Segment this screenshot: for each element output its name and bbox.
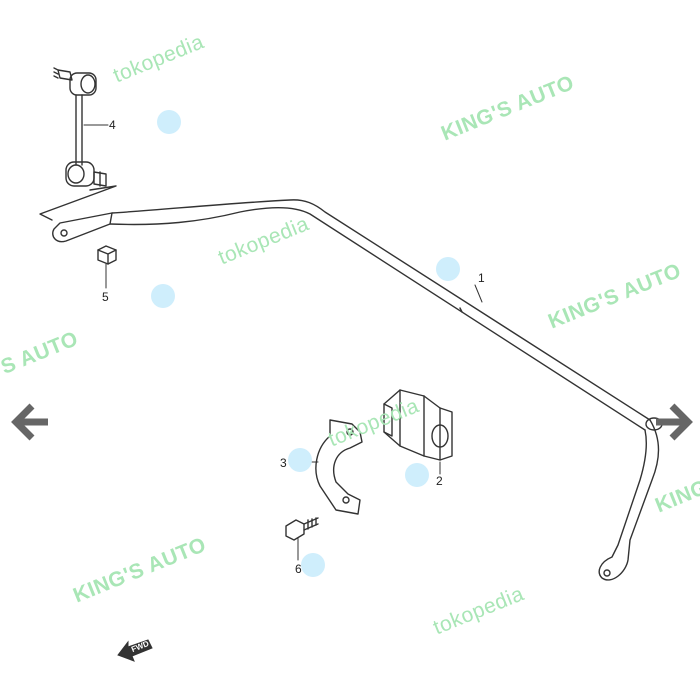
part-label-5: 5 <box>102 290 109 304</box>
part-label-1: 1 <box>478 271 485 285</box>
bolt <box>285 517 319 541</box>
arrow-right-icon <box>656 403 693 441</box>
bushing <box>383 389 453 461</box>
hotspot-part-5[interactable] <box>151 284 175 308</box>
next-image-button[interactable] <box>652 400 696 444</box>
bracket <box>315 419 363 515</box>
nut <box>97 245 117 265</box>
part-label-2: 2 <box>436 474 443 488</box>
stabilizer-link <box>39 67 117 221</box>
hotspot-part-6[interactable] <box>301 553 325 577</box>
hotspot-part-2[interactable] <box>405 463 429 487</box>
arrow-left-icon <box>11 403 48 441</box>
prev-image-button[interactable] <box>8 400 52 444</box>
part-label-4: 4 <box>109 118 116 132</box>
fwd-arrow-icon <box>117 639 153 662</box>
hotspot-part-1[interactable] <box>436 257 460 281</box>
part-label-6: 6 <box>295 562 302 576</box>
stabilizer-bar <box>52 199 663 581</box>
hotspot-part-4[interactable] <box>157 110 181 134</box>
hotspot-part-3[interactable] <box>288 448 312 472</box>
part-label-3: 3 <box>280 456 287 470</box>
